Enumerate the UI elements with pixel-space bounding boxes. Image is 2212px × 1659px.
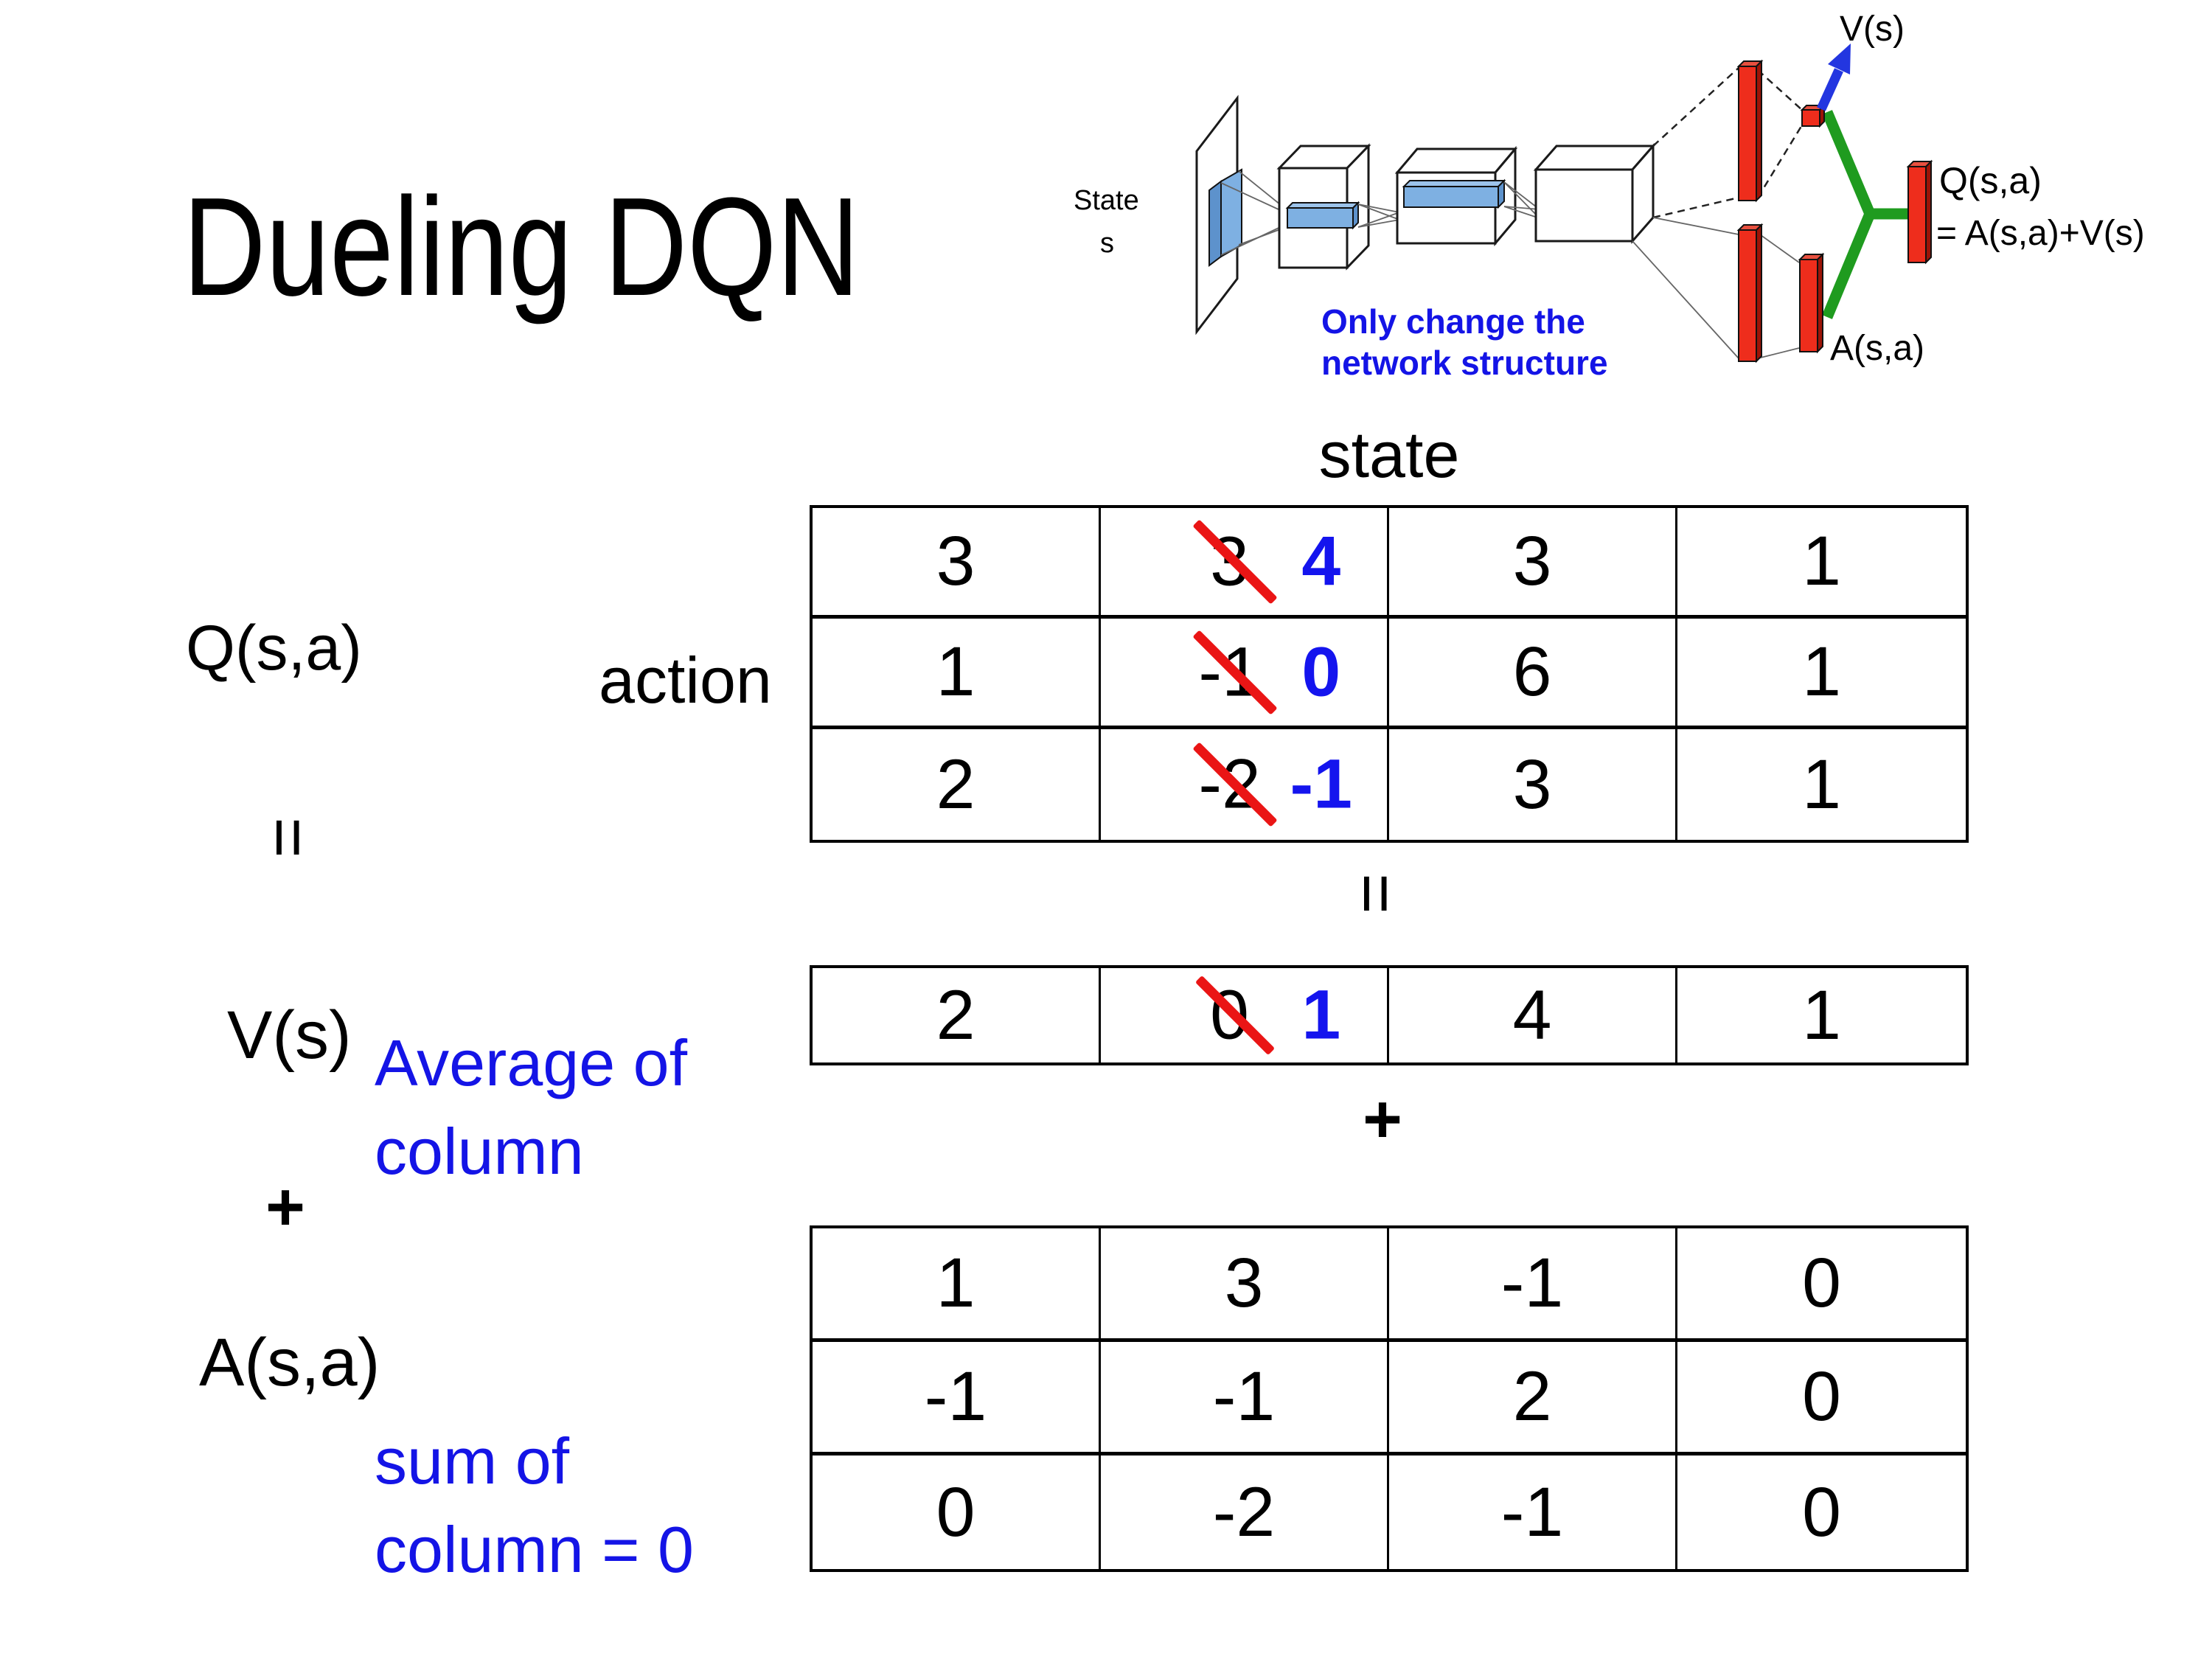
fc-bar-front <box>1738 66 1757 201</box>
equals-sign-left: = <box>249 817 328 858</box>
advantage-table: 1 3 -1 0 -1 -1 2 0 0 -2 -1 0 <box>810 1225 1969 1572</box>
q-new-value: 4 <box>1301 522 1341 600</box>
input-filter-face <box>1220 168 1242 258</box>
q-cell: 6 <box>1389 619 1677 729</box>
q-cell: 3 <box>1389 729 1677 840</box>
sum-of-column-note: sum of column = 0 <box>375 1417 694 1593</box>
a-cell: 1 <box>813 1228 1101 1342</box>
diagram-state-s-label: s <box>1100 228 1114 259</box>
fc-bar-value-hidden <box>1736 59 1764 203</box>
sum-note-line1: sum of <box>375 1425 570 1498</box>
feature-bar-2-top <box>1402 180 1506 187</box>
q-bar-front <box>1907 166 1927 263</box>
q-cell: 1 <box>1802 745 1841 824</box>
average-note-line1: Average of <box>375 1026 688 1099</box>
fc-bar-advantage-hidden <box>1736 223 1764 364</box>
advantage-output-bar <box>1798 252 1825 354</box>
plus-sign-left: + <box>265 1169 305 1245</box>
value-node-box <box>1800 103 1826 128</box>
q-cell-modified: 3 4 <box>1101 508 1389 619</box>
a-matrix-label: A(s,a) <box>199 1325 380 1400</box>
feature-bar-2-cap <box>1498 178 1505 209</box>
average-note-line2: column <box>375 1114 584 1188</box>
sum-note-line2: column = 0 <box>375 1512 694 1586</box>
aggregation-y-connector <box>1822 110 1908 319</box>
q-new-value: 0 <box>1301 633 1341 711</box>
feature-bar-2-front <box>1403 186 1499 208</box>
dashed-fan-to-value-stream <box>1652 67 1804 219</box>
a-cell: -2 <box>1101 1455 1389 1569</box>
q-cell-modified: -2 -1 <box>1101 729 1389 840</box>
diagram-q-output-label: Q(s,a) <box>1939 160 2042 201</box>
conv-lines-3 <box>1503 181 1540 219</box>
feature-bar-2 <box>1402 178 1506 209</box>
advantage-bar-side <box>1817 252 1823 354</box>
diagram-note-line1: Only change the <box>1321 302 1585 341</box>
q-value-table: 3 3 4 3 1 1 -1 0 6 1 2 -2 -1 3 1 <box>810 505 1969 843</box>
plus-sign-middle: + <box>1363 1081 1402 1157</box>
v-cell: 2 <box>813 968 1101 1062</box>
v-new-value: 1 <box>1301 975 1341 1054</box>
fan-to-advantage-stream <box>1632 217 1800 359</box>
a-cell: -1 <box>1389 1455 1677 1569</box>
a-cell: 2 <box>1389 1342 1677 1455</box>
a-cell: -1 <box>813 1342 1101 1455</box>
diagram-q-equation-label: = A(s,a)+V(s) <box>1936 214 2145 253</box>
diagram-state-label: State <box>1074 185 1139 216</box>
q-bar-side <box>1925 159 1932 265</box>
fc-bar-side <box>1756 59 1762 203</box>
v-cell: 1 <box>1802 975 1841 1054</box>
feature-bar-1-front <box>1287 207 1354 229</box>
equals-sign-middle: = <box>1337 873 1416 914</box>
q-matrix-label: Q(s,a) <box>186 613 362 684</box>
average-of-column-note: Average of column <box>375 1019 687 1195</box>
state-column-header: state <box>1318 418 1460 491</box>
diagram-note-line2: network structure <box>1321 344 1608 382</box>
a-cell: 0 <box>1677 1342 1966 1455</box>
a-cell: -1 <box>1101 1342 1389 1455</box>
input-filter-side <box>1208 180 1222 267</box>
feature-bar-1-cap <box>1352 201 1359 230</box>
q-cell: 2 <box>813 729 1101 840</box>
conv-box-3 <box>1533 143 1656 244</box>
value-arrow-icon <box>1817 44 1851 111</box>
a-cell: 0 <box>1677 1228 1966 1342</box>
a-cell: 0 <box>813 1455 1101 1569</box>
a-cell: 0 <box>1802 1472 1841 1551</box>
q-new-value: -1 <box>1290 745 1352 824</box>
q-cell: 3 <box>1389 508 1677 619</box>
feature-bar-1-top <box>1285 202 1360 209</box>
value-node-front <box>1801 109 1820 127</box>
q-cell-modified: -1 0 <box>1101 619 1389 729</box>
action-row-header: action <box>599 644 772 717</box>
v-cell: 4 <box>1389 968 1677 1062</box>
v-cell-modified: 0 1 <box>1101 968 1389 1062</box>
a-cell: -1 <box>1389 1228 1677 1342</box>
q-cell: 1 <box>1677 619 1966 729</box>
v-value-row-table: 2 0 1 4 1 <box>810 965 1969 1065</box>
page-title: Dueling DQN <box>183 169 860 325</box>
advantage-bar-front <box>1799 259 1818 352</box>
v-row-label: V(s) <box>227 998 352 1073</box>
a-cell: 3 <box>1101 1228 1389 1342</box>
dueling-network-diagram: State s V(s) Q(s,a) = A(s,a)+V(s) A(s,a)… <box>1074 10 2145 382</box>
q-cell: 3 <box>813 508 1101 619</box>
q-cell: 1 <box>1677 508 1966 619</box>
fc-bar-side <box>1756 223 1762 364</box>
diagram-v-output-label: V(s) <box>1840 10 1905 49</box>
conv-box-3-front <box>1534 168 1634 243</box>
q-cell: 1 <box>813 619 1101 729</box>
diagram-a-output-label: A(s,a) <box>1830 329 1924 368</box>
conv-lines-2 <box>1357 204 1400 228</box>
feature-bar-1 <box>1285 201 1360 230</box>
fc-bar-front <box>1738 229 1757 362</box>
q-output-bar <box>1906 159 1933 265</box>
